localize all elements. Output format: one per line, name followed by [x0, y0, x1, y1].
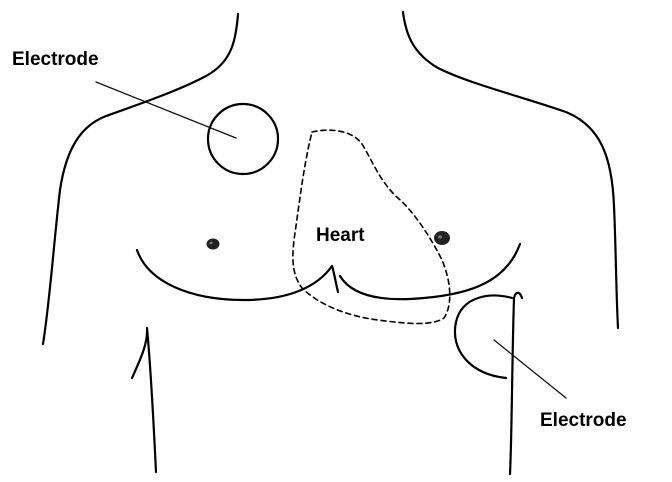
upper-electrode-leader — [96, 82, 236, 138]
right-torso-outline — [403, 12, 618, 328]
right-nipple — [434, 231, 450, 245]
lower-electrode-label: Electrode — [540, 411, 627, 430]
right-flank-line — [510, 293, 522, 474]
right-pectoral — [340, 244, 520, 299]
lower-electrode-leader — [494, 340, 566, 398]
lower-electrode — [455, 296, 512, 378]
upper-electrode-label: Electrode — [12, 50, 99, 69]
left-flank-line — [132, 328, 156, 472]
heart-label: Heart — [316, 226, 365, 245]
left-nipple — [207, 239, 220, 250]
upper-electrode — [208, 104, 278, 174]
